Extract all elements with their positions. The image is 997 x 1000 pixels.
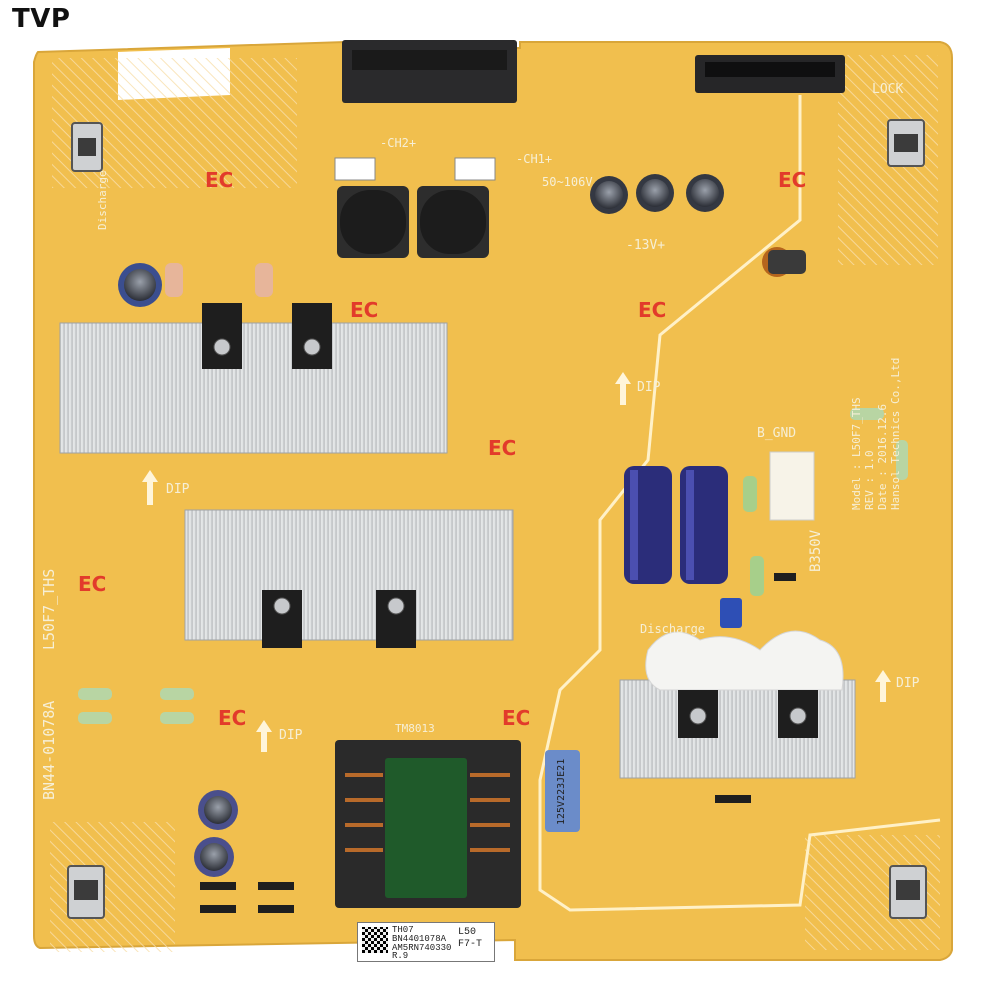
sticker-line3: AM5RN740330	[392, 943, 452, 953]
rev-line: REV : 1.0	[863, 450, 876, 510]
ec-mark-4: EC	[78, 572, 107, 596]
part-number-silk: BN44-01078A	[40, 700, 58, 800]
sticker-line4: R.9	[392, 951, 409, 961]
voltage-b350v: B350V	[808, 529, 824, 572]
qr-code-icon	[362, 927, 388, 953]
model-silk: L50F7_THS	[40, 568, 58, 650]
maker-line: Hansol Technics Co.,Ltd	[889, 357, 902, 510]
dip-label-right: DIP	[896, 676, 920, 691]
transformer-code: TM8013	[395, 722, 435, 735]
sticker-line2: BN4401078A	[392, 934, 447, 944]
ec-mark-7: EC	[638, 298, 667, 322]
sticker-right2: F7-T	[458, 939, 483, 950]
ec-mark-8: EC	[778, 168, 807, 192]
brand-logo: TVP	[12, 4, 71, 34]
cap-label: 125V223JE21	[556, 758, 567, 825]
ec-mark-5: EC	[218, 706, 247, 730]
discharge-label-left: Discharge	[96, 170, 109, 230]
part-sticker: TH07 BN4401078A AM5RN740330 R.9 L50 F7-T	[357, 922, 495, 962]
voltage-13v: -13V+	[626, 238, 666, 253]
date-line: Date : 2016.12.6	[876, 404, 889, 510]
model-line: Model : L50F7_THS	[850, 397, 863, 510]
ec-mark-1: EC	[205, 168, 234, 192]
voltage-50v: 50~106V	[542, 175, 593, 189]
voltage-ch1: -CH1+	[516, 152, 553, 166]
discharge-label-right: Discharge	[640, 622, 706, 636]
b-gnd-label: B_GND	[757, 426, 797, 441]
ec-mark-3: EC	[488, 436, 517, 460]
ec-mark-2: EC	[350, 298, 379, 322]
model-info-box: Model : L50F7_THS REV : 1.0 Date : 2016.…	[850, 358, 902, 510]
dip-label-bottom: DIP	[279, 728, 303, 743]
voltage-ch2: -CH2+	[380, 136, 417, 150]
sticker-right1: L50	[458, 927, 477, 938]
lock-label: LOCK	[872, 82, 904, 97]
ec-mark-6: EC	[502, 706, 531, 730]
sticker-line1: TH07	[392, 925, 414, 935]
dip-label-left: DIP	[166, 482, 190, 497]
dip-label-mid: DIP	[637, 380, 661, 395]
